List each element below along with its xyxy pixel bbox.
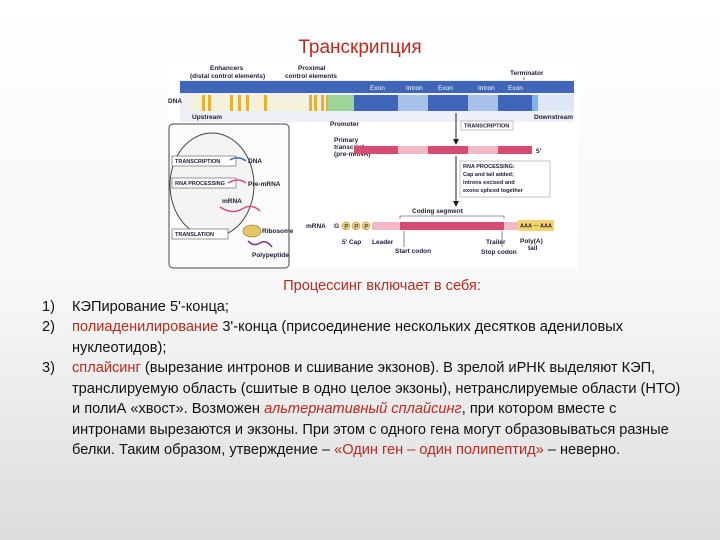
rna-processing-box — [459, 160, 551, 198]
item-3-text-d: , при котором вместе с интронами вырезаю… — [72, 401, 669, 458]
coding-segment-bracket — [399, 215, 505, 219]
cell-rna-processing-box — [171, 177, 237, 189]
transcription-arrow-head — [453, 139, 459, 145]
label-primary-2: transcript — [334, 144, 365, 151]
list-number: 2) — [42, 319, 55, 335]
label-mrna: mRNA — [306, 223, 326, 230]
label-downstream: Downstream — [534, 114, 573, 121]
item-3-text-end: – неверно. — [543, 442, 621, 458]
cell-pre-mrna-strand — [227, 179, 247, 184]
page-title: Транскрипция — [298, 37, 422, 58]
list-number: 3) — [42, 360, 55, 376]
exon-label-2: Exon — [438, 85, 453, 92]
cell-polypeptide-label: Polypeptide — [252, 252, 289, 259]
intron-label-1: Intron — [406, 85, 423, 92]
terminator-block — [532, 95, 538, 111]
term-alternative-splicing: альтернативный сплайсинг — [264, 401, 462, 417]
cell-ribosome — [242, 224, 262, 238]
cap-phosphate-3 — [361, 221, 371, 231]
item-3-text-b: РНК выделяют КЭП, транслируемую область … — [72, 360, 681, 417]
cell-mrna-label: mRNA — [222, 198, 242, 205]
exon-label-3: Exon — [508, 85, 523, 92]
transcription-diagram: Enhancers (distal control elements) Prox… — [168, 61, 578, 269]
intron-label-2: Intron — [478, 85, 495, 92]
dna-intron-1 — [398, 95, 428, 111]
mrna-trailer — [504, 222, 518, 230]
cell-transcription-label: TRANSCRIPTION — [175, 159, 220, 165]
cell-rna-processing-label: RNA PROCESSING — [175, 181, 225, 187]
text-block: Процессинг включает в себя: 1) КЭПировани… — [42, 276, 682, 461]
label-upstream: Upstream — [192, 114, 222, 121]
mrna-leader — [372, 222, 400, 230]
cell-polypeptide-chain — [247, 240, 273, 248]
label-promoter: Promoter — [330, 121, 359, 128]
label-primary: Primary — [334, 137, 359, 144]
poly-a-tail — [518, 220, 554, 231]
cell-translation-label: TRANSLATION — [175, 232, 214, 238]
rna-processing-line-4: exons spliced together — [463, 188, 524, 194]
cap-phosphate-3-label: P — [364, 224, 368, 231]
list-item: 3) сплайсинг (вырезание интронов и сшиван… — [42, 358, 682, 461]
pre-mrna-exon-2 — [428, 146, 468, 154]
label-5-prime-end: 5' — [536, 148, 542, 155]
label-start-codon: Start codon — [395, 248, 431, 255]
transcription-tag — [460, 120, 514, 131]
processing-lead: Процессинг включает в себя: — [283, 278, 481, 294]
label-poly-a: Poly(A) — [520, 238, 543, 245]
cell-ribosome-label: Ribosome — [262, 228, 294, 235]
label-enhancers: Enhancers — [210, 65, 244, 72]
rna-processing-label: RNA PROCESSING: — [463, 164, 515, 170]
pre-mrna-exon-3 — [498, 146, 532, 154]
item-1-text: КЭПирование 5'-конца; — [72, 298, 229, 315]
mrna-coding-region — [400, 222, 504, 230]
processing-arrow-head — [453, 201, 459, 207]
item-3-text-c: А «хвост». Возможен — [116, 401, 265, 417]
label-proximal-sub: control elements — [285, 73, 337, 80]
label-dna: DNA — [168, 98, 182, 105]
cap-phosphate-2 — [351, 221, 361, 231]
label-enhancers-sub: (distal control elements) — [190, 73, 265, 80]
label-trailer: Trailer — [486, 239, 506, 246]
label-5-cap: 5' Cap — [342, 239, 361, 246]
list-item: 2) полиаденилирование 3'-конца (присоедин… — [42, 317, 682, 358]
cell-mrna-strand — [219, 205, 261, 213]
list-number: 1) — [42, 298, 55, 315]
cell-translation-box — [171, 228, 229, 240]
term-polyadenylation: полиаденилирование — [72, 319, 219, 335]
cap-g-label: G — [334, 223, 339, 230]
label-leader: Leader — [372, 239, 394, 246]
list-item: 1) КЭПирование 5'-конца; — [42, 297, 682, 318]
quote-one-gene-one-polypeptide: «Один ген – один полипептид» — [334, 442, 544, 458]
term-splicing: сплайсинг — [72, 360, 141, 376]
cell-dna-label: DNA — [248, 158, 262, 165]
label-primary-3: (pre-mRNA) — [334, 151, 370, 158]
cap-phosphate-1 — [341, 221, 351, 231]
enhancer-elements — [202, 95, 329, 111]
label-stop-codon: Stop codon — [481, 249, 517, 256]
rna-processing-line-2: Cap and tail added; — [463, 172, 514, 178]
promoter-block — [328, 95, 354, 111]
dna-header-band — [180, 81, 574, 93]
dna-intron-2 — [468, 95, 498, 111]
label-proximal: Proximal — [298, 65, 326, 72]
label-poly-a-2: tail — [528, 245, 538, 252]
rna-processing-line-3: introns excised and — [463, 180, 515, 186]
cell-dna-strand — [229, 157, 247, 162]
item-3-text-a: (вырезание интронов и сшивание экзонов).… — [140, 360, 517, 376]
pre-mrna-exon-1 — [354, 146, 398, 154]
cap-phosphate-1-label: P — [344, 224, 348, 231]
label-terminator: Terminator — [510, 70, 544, 77]
cell-transcription-box — [171, 155, 237, 167]
item-2-text: 3'-конца (присоединение нескольких десят… — [72, 319, 624, 356]
cap-phosphate-2-label: P — [354, 224, 358, 231]
cell-pre-mrna-label: Pre-mRNA — [248, 181, 281, 188]
dna-exon-2 — [428, 95, 468, 111]
transcription-tag-label: TRANSCRIPTION — [464, 124, 509, 130]
dna-exon-1 — [354, 95, 398, 111]
poly-a-tail-label: AAA ··· AAA — [520, 224, 552, 230]
exon-label-1: Exon — [370, 85, 385, 92]
dna-exon-3 — [498, 95, 532, 111]
label-coding-segment: Coding segment — [412, 208, 464, 215]
